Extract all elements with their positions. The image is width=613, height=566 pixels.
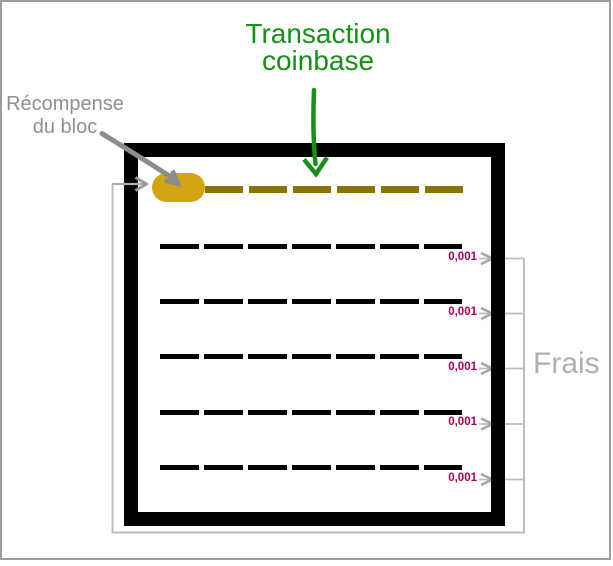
reward-label-line1: Récompense [6, 93, 124, 115]
fee-amount: 0,001 [448, 416, 477, 428]
reward-arrow-icon [99, 131, 182, 188]
transaction-row [160, 409, 462, 415]
reward-label-line2: du bloc [32, 116, 98, 138]
transaction-row [160, 465, 462, 470]
coinbase-label-line2: coinbase [261, 45, 375, 76]
block-reward-pill [152, 172, 205, 202]
transaction-row [160, 244, 462, 249]
block-outline [124, 143, 505, 526]
fee-amount: 0,001 [448, 305, 477, 318]
transaction-row [160, 354, 462, 359]
coinbase-transaction-label: Transaction coinbase [223, 18, 413, 76]
fee-amount: 0,001 [448, 360, 477, 373]
coinbase-transaction-row [205, 185, 463, 193]
transaction-row [160, 299, 462, 304]
fee-amount: 0,001 [448, 250, 477, 263]
coinbase-arrow-icon [302, 87, 329, 178]
coinbase-label-line1: Transaction [245, 18, 391, 49]
fee-amount: 0,001 [448, 471, 477, 484]
fees-label: Frais [533, 347, 600, 380]
bracket-to-reward-arrow-icon [112, 176, 150, 192]
block-reward-label: Récompense du bloc [2, 93, 128, 139]
